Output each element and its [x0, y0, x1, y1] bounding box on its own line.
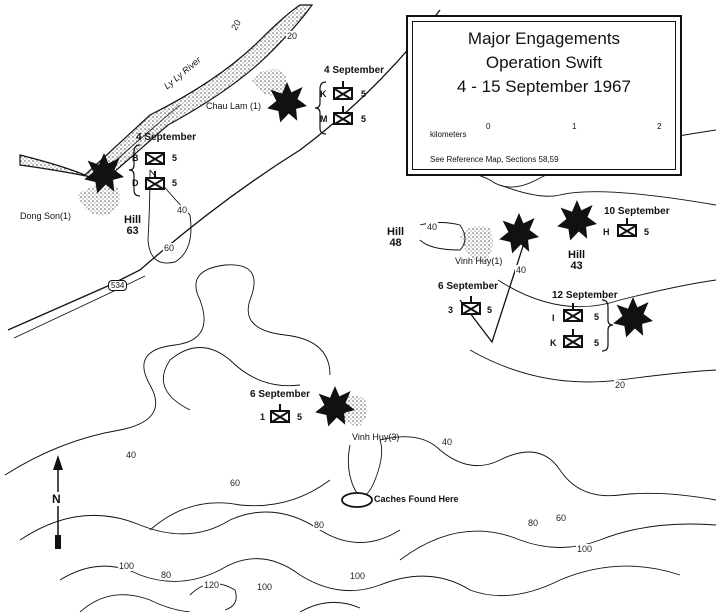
infantry-unit-symbol: [563, 335, 583, 348]
explosion-hill-48: [499, 213, 539, 254]
company-label: I: [552, 313, 555, 323]
unit-tick: [470, 296, 472, 302]
battalion-label: 5: [172, 153, 178, 163]
contour-label: 100: [349, 571, 367, 581]
company-label: D: [132, 178, 139, 188]
battalion-label: 5: [487, 305, 493, 315]
explosions: [84, 82, 653, 427]
unit-brackets: [128, 81, 614, 352]
village-chau-lam: [252, 69, 287, 97]
explosion-chau-lam: [267, 82, 307, 123]
infantry-unit-symbol: [145, 177, 165, 190]
contour-label: 40: [176, 205, 189, 215]
contour-label: 120: [203, 580, 221, 590]
infantry-unit-symbol: [333, 87, 353, 100]
date-label-e5: 12 September: [552, 290, 618, 301]
company-label: B: [132, 153, 139, 163]
contour-label: 60: [163, 243, 176, 253]
map-title-line2: Operation Swift: [485, 53, 603, 72]
company-label: 1: [260, 412, 266, 422]
company-label: M: [320, 114, 328, 124]
scale-tick-0: 0: [486, 122, 491, 131]
infantry-unit-symbol: [617, 224, 637, 237]
date-label-e1: 4 September: [136, 132, 197, 143]
north-label: N: [52, 492, 61, 506]
road-label: 534: [108, 280, 128, 291]
caches-label: Caches Found Here: [374, 494, 459, 504]
caches-ellipse: [341, 492, 373, 508]
contour-label: 40: [441, 437, 454, 447]
scale-unit-label: kilometers: [430, 130, 467, 139]
explosion-vinh-huy-3: [315, 386, 355, 427]
date-label-e4: 6 September: [438, 281, 499, 292]
unit-tick: [572, 303, 574, 309]
company-label: K: [320, 89, 327, 99]
infantry-unit-symbol: [563, 309, 583, 322]
explosion-12-september: [613, 297, 653, 338]
battalion-label: 5: [644, 227, 650, 237]
explosion-hill-43: [557, 200, 597, 241]
explosion-dong-son: [84, 153, 124, 194]
place-chau-lam: Chau Lam (1): [206, 101, 262, 111]
place-vinh-huy-1: Vinh Huy(1): [455, 256, 503, 266]
date-label-e3: 10 September: [604, 206, 670, 217]
infantry-unit-symbol: [333, 112, 353, 125]
place-dong-son: Dong Son(1): [20, 211, 72, 221]
battalion-label: 5: [361, 114, 367, 124]
unit-tick: [279, 404, 281, 410]
contour-label: 40: [125, 450, 138, 460]
company-label: K: [550, 338, 557, 348]
unit-tick: [342, 106, 344, 112]
infantry-unit-symbol: [270, 410, 290, 423]
date-label-e6: 6 September: [250, 389, 311, 400]
contour-label: 60: [555, 513, 568, 523]
company-label: H: [603, 227, 610, 237]
date-label-e2: 4 September: [324, 65, 385, 76]
village-dong-son: [78, 185, 121, 216]
company-label: 3: [448, 305, 454, 315]
unit-tick: [154, 171, 156, 177]
contour-label: 40: [426, 222, 439, 232]
road-534-edge: [13, 275, 146, 339]
battalion-label: 5: [361, 89, 367, 99]
reference-note: See Reference Map, Sections 58,59: [430, 155, 559, 164]
battalion-label: 5: [172, 178, 178, 188]
legend-box: Major Engagements Operation Swift 4 - 15…: [406, 15, 682, 176]
contour-label: 80: [313, 520, 326, 530]
contour-label: 20: [614, 380, 627, 390]
contour-label: 60: [229, 478, 242, 488]
contour-label: 40: [515, 265, 528, 275]
unit-tick: [572, 329, 574, 335]
road-534: [7, 9, 441, 331]
infantry-unit-symbol: [461, 302, 481, 315]
contour-label: 100: [576, 544, 594, 554]
contour-label: 80: [160, 570, 173, 580]
contour-label: 80: [527, 518, 540, 528]
battalion-label: 5: [297, 412, 303, 422]
scale-tick-1: 1: [572, 122, 577, 131]
contour-label: 100: [118, 561, 136, 571]
unit-tick: [626, 218, 628, 224]
place-vinh-huy-3: Vinh Huy(3): [352, 432, 400, 442]
contour-label: 100: [256, 582, 274, 592]
battalion-label: 5: [594, 312, 600, 322]
battalion-label: 5: [594, 338, 600, 348]
scale-tick-2: 2: [657, 122, 662, 131]
village-vinh-huy-1: [460, 226, 494, 262]
unit-tick: [342, 81, 344, 87]
contour-label: 20: [286, 31, 299, 41]
map-title-line1: Major Engagements: [467, 29, 621, 48]
map-title-line3: 4 - 15 September 1967: [457, 77, 631, 96]
infantry-unit-symbol: [145, 152, 165, 165]
